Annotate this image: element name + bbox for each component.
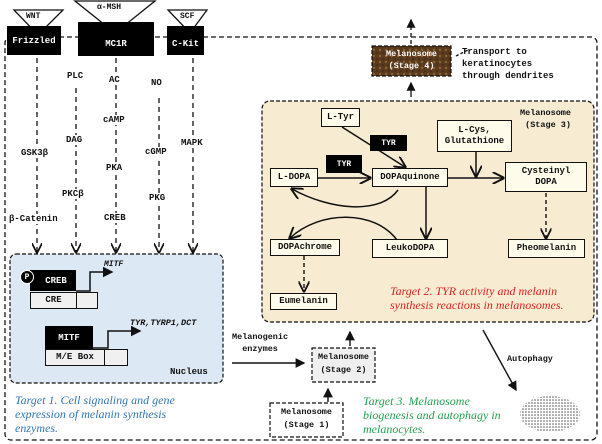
enzymes-label: Melanogenic enzymes [232,332,289,354]
transport-label: Transport to keratinocytes through dendr… [462,47,554,81]
nucleus-label: Nucleus [170,367,208,377]
mc1r-receptor: MC1R [78,22,154,56]
mapk-label: MAPK [181,138,203,148]
autophagy-debris [520,396,580,432]
scf-label: SCF [180,12,195,21]
lcys-node: L-Cys, Glutathione [437,120,512,152]
tyr-enzyme-2: TYR [326,155,362,173]
wnt-ligand [12,9,65,36]
dopachrome-node: DOPAchrome [270,239,340,256]
mitf-targets-label: TYR,TYRP1,DCT [130,318,197,328]
target2-text: Target 2. TYR activity and melanin synth… [390,284,564,312]
scf-ligand [166,9,209,35]
stage1-label: Melanosome (Stage 1) [280,407,332,430]
camp-label: cAMP [103,115,125,125]
autophagy-label: Autophagy [507,354,553,364]
ac-label: AC [109,75,120,85]
ltyr-node: L-Tyr [321,108,360,127]
leukodopa-node: LeukoDOPA [372,239,448,258]
pkg-label: PKG [149,193,166,203]
mitf-protein: MITF [45,326,93,349]
creb-label: CREB [104,213,126,223]
frizzled-receptor: Frizzled [7,26,61,55]
cgmp-label: cGMP [145,147,167,157]
msh-label: α-MSH [97,3,122,12]
cysteinyl-dopa-node: Cysteinyl DOPA [505,162,587,192]
creb-protein: CREB [30,270,76,291]
tyr-enzyme-1: TYR [370,135,407,151]
target1-text: Target 1. Cell signaling and gene expres… [15,393,175,435]
beta-catenin-label: β-Catenin [9,214,58,224]
stage1-body [269,402,344,438]
ldopa-node: L-DOPA [270,168,318,187]
cre-gene [76,292,98,309]
target3-text: Target 3. Melanosome biogenesis and auto… [363,394,501,436]
stage3-label: Melanosome (Stage 3) [520,108,572,130]
no-label: NO [151,78,162,88]
stage2-label: Melanosome (Stage 2) [317,352,369,375]
dopaquinone-node: DOPAquinone [372,168,448,187]
cre-element: CRE [30,292,77,309]
stage4-label: Melanosome (Stage 4) [385,49,437,71]
stage4-body [371,45,452,77]
phospho-badge: P [20,270,34,284]
cell-border [4,36,598,441]
gsk3b-label: GSK3β [21,148,49,158]
mebox-element: M/E Box [45,349,105,366]
msh-ligand [73,0,157,34]
mebox-gene [104,349,128,366]
pkcb-label: PKCβ [62,189,84,199]
ckit-receptor: C-Kit [167,26,204,55]
pka-label: PKA [106,163,123,173]
mitf-gene-label: MITF [104,260,124,269]
dag-label: DAG [66,135,83,145]
wnt-label: WNT [26,12,41,21]
stage2-body [311,347,376,383]
pheomelanin-node: Pheomelanin [508,239,585,258]
eumelanin-node: Eumelanin [270,293,337,310]
plc-label: PLC [67,71,84,81]
